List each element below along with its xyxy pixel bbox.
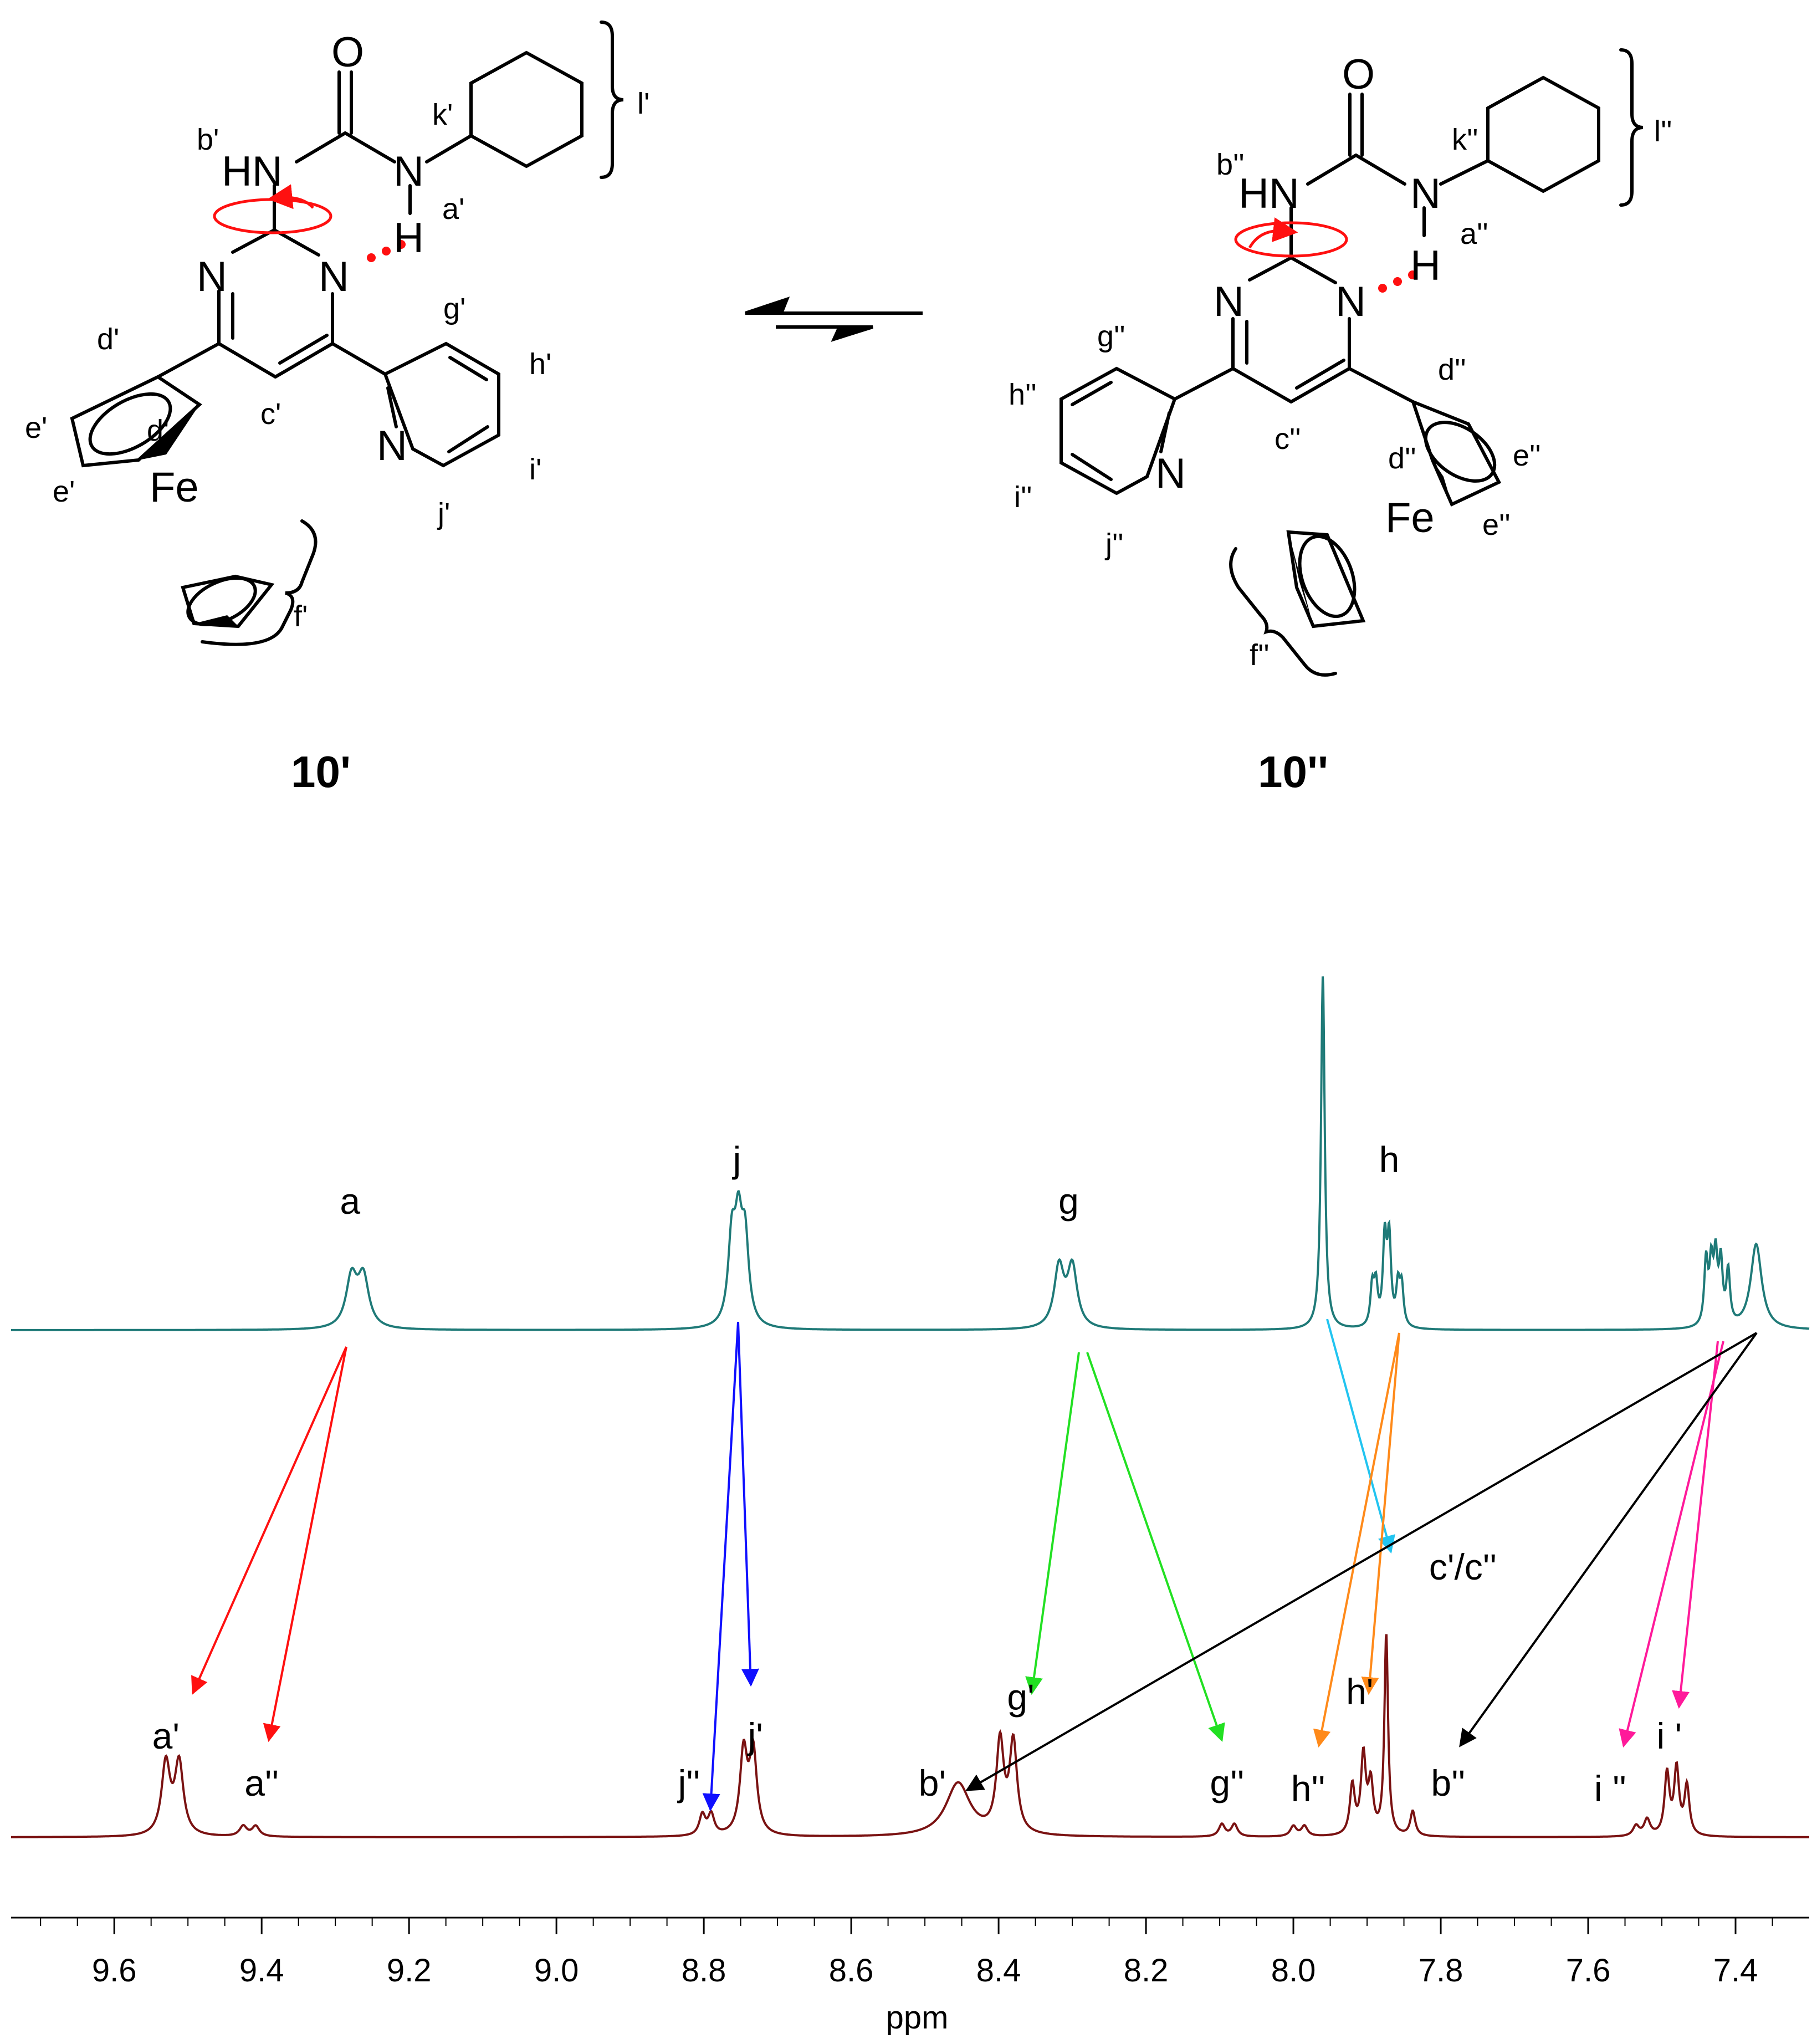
x-tick-label: 8.2 (1124, 1953, 1169, 1989)
equilibrium-arrows (745, 297, 923, 342)
label-e2: e'' (1482, 508, 1511, 541)
label-k: k'' (1452, 123, 1478, 156)
atom-N-amide: N (1410, 170, 1441, 217)
correlation-arrow (1672, 1341, 1719, 1709)
molecule-left: O HN N H N N N Fe a' b' c' d' d' e' e' f… (25, 21, 649, 796)
peak-label: j (732, 1139, 741, 1180)
atom-N-py: N (1155, 450, 1186, 497)
spectrum-bottom-line (11, 1634, 1809, 1838)
label-g: g'' (1097, 320, 1125, 353)
compound-label-right: 10'' (1258, 747, 1328, 796)
x-tick-label: 9.4 (239, 1953, 284, 1989)
x-axis-title: ppm (886, 2000, 949, 2036)
peak-label: i '' (1594, 1768, 1626, 1809)
atom-O: O (331, 29, 364, 76)
peak-label: a'' (244, 1762, 279, 1803)
molecule-right: O HN N H N N N Fe a'' b'' c'' d'' d'' e'… (1009, 48, 1672, 796)
peak-label: g' (1007, 1677, 1034, 1718)
label-l: l' (637, 87, 649, 120)
atom-Fe: Fe (150, 464, 199, 511)
atom-Fe: Fe (1385, 494, 1435, 541)
x-tick-label: 8.6 (829, 1953, 874, 1989)
atom-N-ring1: N (197, 253, 227, 300)
peak-label: b' (919, 1762, 946, 1803)
atom-N-amide: N (393, 148, 424, 195)
x-tick-label: 8.8 (682, 1953, 726, 1989)
peak-label: h'' (1291, 1768, 1325, 1809)
label-f: f'' (1250, 638, 1270, 672)
x-axis-ticks: 9.6 9.4 9.2 9.0 8.8 8.6 8.4 8.2 8.0 7.8 7.6 7.4 (40, 1918, 1773, 1989)
label-h: h' (529, 348, 551, 381)
label-d2: d'' (1388, 442, 1416, 475)
x-tick-label: 7.4 (1713, 1953, 1758, 1989)
peak-label: b'' (1431, 1762, 1465, 1803)
x-tick-label: 7.8 (1419, 1953, 1463, 1989)
peak-label: j'' (677, 1762, 700, 1803)
label-g: g' (443, 292, 465, 325)
label-c: c'' (1275, 422, 1301, 456)
label-d1: d'' (1438, 353, 1466, 386)
atom-O: O (1342, 51, 1375, 98)
correlation-arrow (263, 1346, 347, 1742)
atom-N-ring1: N (1214, 278, 1244, 325)
label-i: i'' (1014, 481, 1032, 514)
atom-HN: HN (222, 148, 283, 195)
label-e1: e'' (1513, 439, 1541, 472)
peak-label: g (1058, 1181, 1079, 1222)
correlation-arrow (1313, 1332, 1400, 1748)
label-e2: e' (53, 475, 75, 508)
peak-label: h' (1346, 1671, 1373, 1712)
label-i: i' (529, 453, 541, 486)
peak-label: c'/c'' (1429, 1546, 1497, 1587)
peak-annotations: a j g h a' a'' j'' j' b' g' g'' h'' h' c'/c'' b'' i '' i… (152, 1139, 1682, 1809)
x-tick-label: 9.0 (534, 1953, 579, 1989)
label-j: j' (437, 497, 450, 530)
nmr-chart: a j g h a' a'' j'' j' b' g' g'' h'' h' c'/c'' b'' i '' i… (11, 976, 1810, 2036)
peak-label: a' (152, 1715, 180, 1756)
correlation-arrow (1619, 1341, 1724, 1748)
label-b: b'' (1216, 148, 1245, 181)
x-tick-label: 8.0 (1271, 1953, 1316, 1989)
x-tick-label: 8.4 (976, 1953, 1021, 1989)
correlation-arrow (1361, 1332, 1400, 1695)
label-c: c' (260, 397, 281, 431)
label-f: f' (294, 600, 308, 633)
correlation-arrow (965, 1332, 1758, 1791)
spectrum-top-line (11, 976, 1810, 1331)
label-h: h'' (1009, 378, 1037, 411)
atom-HN: HN (1238, 170, 1299, 217)
compound-label-left: 10' (291, 747, 351, 796)
label-j: j'' (1104, 528, 1124, 561)
label-e1: e' (25, 411, 47, 444)
atom-H-amide: H (1410, 242, 1441, 289)
correlation-arrow (1025, 1352, 1080, 1695)
label-a: a'' (1460, 217, 1488, 251)
peak-label: i ' (1657, 1715, 1682, 1756)
correlation-arrows (191, 1319, 1758, 1812)
label-l: l'' (1654, 115, 1672, 148)
correlation-arrow (1086, 1352, 1225, 1742)
peak-label: j' (747, 1715, 763, 1756)
atom-N-py: N (377, 422, 407, 469)
correlation-arrow (702, 1321, 739, 1812)
correlation-arrow (191, 1346, 347, 1695)
atom-N-ring2: N (319, 253, 349, 300)
label-d2: d' (147, 414, 169, 447)
x-tick-label: 7.6 (1566, 1953, 1611, 1989)
correlation-arrow (1459, 1332, 1758, 1747)
x-tick-label: 9.6 (92, 1953, 137, 1989)
label-a: a' (442, 192, 464, 226)
label-k: k' (432, 98, 453, 131)
peak-label: h (1379, 1139, 1400, 1180)
correlation-arrow (1326, 1319, 1395, 1554)
peak-label: a (340, 1181, 360, 1222)
atom-H-amide: H (393, 214, 424, 262)
atom-N-ring2: N (1335, 278, 1366, 325)
label-b: b' (197, 123, 219, 156)
peak-label: g'' (1210, 1762, 1244, 1803)
label-d1: d' (97, 323, 119, 356)
correlation-arrow (737, 1321, 759, 1687)
x-tick-label: 9.2 (387, 1953, 432, 1989)
